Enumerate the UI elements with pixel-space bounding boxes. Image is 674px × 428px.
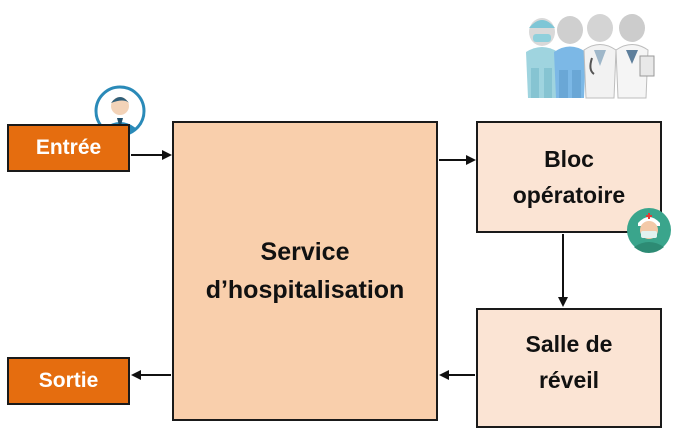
node-sortie: Sortie xyxy=(7,357,130,405)
node-salle-label-line1: Salle de xyxy=(525,331,613,357)
node-salle-de-reveil: Salle de réveil xyxy=(476,308,662,428)
node-bloc-label-line1: Bloc xyxy=(544,146,594,172)
surgeon-avatar-icon xyxy=(627,208,671,253)
medical-team-icon xyxy=(526,14,655,99)
node-salle-label-line2: réveil xyxy=(538,367,600,393)
node-service-label-line2: d’hospitalisation xyxy=(205,276,405,304)
flow-arrows xyxy=(131,150,568,380)
node-bloc-operatoire: Bloc opératoire xyxy=(476,121,662,233)
node-entree-label: Entrée xyxy=(35,136,102,159)
node-entree: Entrée xyxy=(7,124,130,172)
node-service-label-line1: Service xyxy=(260,238,350,266)
node-sortie-label: Sortie xyxy=(38,369,99,392)
node-bloc-label-line2: opératoire xyxy=(512,182,626,208)
